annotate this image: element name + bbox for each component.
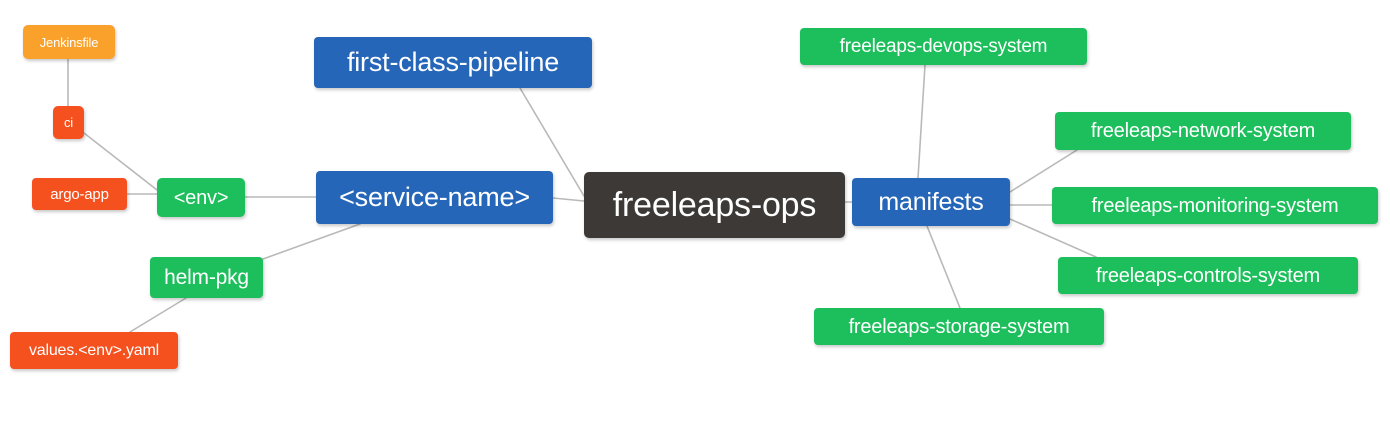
- node-label-freeleaps-controls-system: freeleaps-controls-system: [1096, 264, 1320, 287]
- node-label-freeleaps-ops: freeleaps-ops: [612, 186, 817, 224]
- node-label-freeleaps-devops-system: freeleaps-devops-system: [839, 36, 1048, 57]
- node-label-freeleaps-storage-system: freeleaps-storage-system: [848, 315, 1070, 338]
- node-label-values-env-yaml: values.<env>.yaml: [28, 341, 159, 359]
- node-freeleaps-devops-system[interactable]: freeleaps-devops-system: [800, 28, 1087, 65]
- node-label-env: <env>: [173, 186, 229, 209]
- node-env[interactable]: <env>: [157, 178, 245, 217]
- node-freeleaps-network-system[interactable]: freeleaps-network-system: [1055, 112, 1351, 150]
- node-ci[interactable]: ci: [53, 106, 84, 139]
- node-helm-pkg[interactable]: helm-pkg: [150, 257, 263, 298]
- node-first-class-pipeline[interactable]: first-class-pipeline: [314, 37, 592, 88]
- edge-helm-pkg-to-values-env-yaml: [129, 297, 187, 333]
- edge-manifests-to-freeleaps-storage-system: [926, 225, 961, 309]
- edge-manifests-to-freeleaps-controls-system: [1009, 218, 1097, 258]
- node-label-jenkinsfile: Jenkinsfile: [39, 34, 99, 50]
- node-freeleaps-storage-system[interactable]: freeleaps-storage-system: [814, 308, 1104, 345]
- edge-manifests-to-freeleaps-network-system: [1009, 149, 1078, 193]
- edge-service-name-to-helm-pkg: [262, 223, 361, 260]
- node-label-helm-pkg: helm-pkg: [164, 266, 249, 289]
- node-label-first-class-pipeline: first-class-pipeline: [346, 47, 560, 77]
- node-label-argo-app: argo-app: [50, 185, 109, 203]
- node-label-ci: ci: [64, 115, 73, 130]
- edge-manifests-to-freeleaps-devops-system: [917, 64, 926, 179]
- node-jenkinsfile[interactable]: Jenkinsfile: [23, 25, 115, 59]
- node-freeleaps-controls-system[interactable]: freeleaps-controls-system: [1058, 257, 1358, 294]
- node-values-env-yaml[interactable]: values.<env>.yaml: [10, 332, 178, 369]
- edge-freeleaps-ops-to-service-name: [552, 197, 585, 202]
- node-freeleaps-monitoring-system[interactable]: freeleaps-monitoring-system: [1052, 187, 1378, 224]
- node-label-freeleaps-monitoring-system: freeleaps-monitoring-system: [1091, 194, 1339, 217]
- node-manifests[interactable]: manifests: [852, 178, 1010, 226]
- node-label-service-name: <service-name>: [339, 182, 530, 212]
- node-argo-app[interactable]: argo-app: [32, 178, 127, 210]
- node-service-name[interactable]: <service-name>: [316, 171, 553, 224]
- node-label-manifests: manifests: [878, 187, 984, 216]
- node-label-freeleaps-network-system: freeleaps-network-system: [1090, 120, 1316, 142]
- node-freeleaps-ops[interactable]: freeleaps-ops: [584, 172, 845, 238]
